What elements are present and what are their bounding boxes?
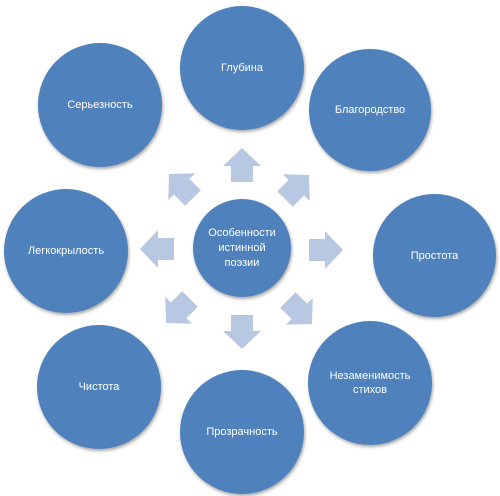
node-blagorodstvo: Благородство bbox=[309, 49, 431, 171]
node-prozrachnost-label: Прозрачность bbox=[206, 426, 278, 438]
node-nezamenimost-label: Незаменимость стихов bbox=[329, 370, 411, 396]
node-prostota-label: Простота bbox=[410, 249, 459, 262]
arrow-to-sereznost bbox=[155, 160, 207, 212]
center-node-label: Особенности истинной поэзии bbox=[208, 226, 276, 269]
node-prostota: Простота bbox=[373, 194, 496, 317]
arrow-to-blagorodstvo bbox=[271, 161, 323, 213]
arrow-to-legkokrylost bbox=[140, 230, 174, 268]
node-chistota-label: Чистота bbox=[78, 381, 120, 393]
arrow-to-glubina bbox=[223, 148, 261, 182]
node-nezamenimost: Незаменимость стихов bbox=[308, 321, 432, 445]
node-sereznost-label: Серьезность bbox=[67, 99, 133, 111]
arrow-to-prostota bbox=[309, 231, 343, 269]
center-node: Особенности истинной поэзии bbox=[193, 199, 291, 297]
node-legkokrylost: Легкокрылость bbox=[4, 189, 128, 313]
node-chistota: Чистота bbox=[37, 325, 161, 449]
node-legkokrylost-label: Легкокрылость bbox=[27, 245, 105, 257]
arrow-to-nezamenimost bbox=[274, 286, 326, 338]
arrow-to-chistota bbox=[152, 285, 204, 337]
node-blagorodstvo-label: Благородство bbox=[334, 104, 406, 116]
arrow-to-prozrachnost bbox=[223, 315, 261, 349]
node-glubina: Глубина bbox=[180, 6, 304, 130]
node-sereznost: Серьезность bbox=[38, 43, 162, 167]
node-prozrachnost: Прозрачность bbox=[180, 370, 304, 494]
node-glubina-label: Глубина bbox=[220, 62, 264, 74]
